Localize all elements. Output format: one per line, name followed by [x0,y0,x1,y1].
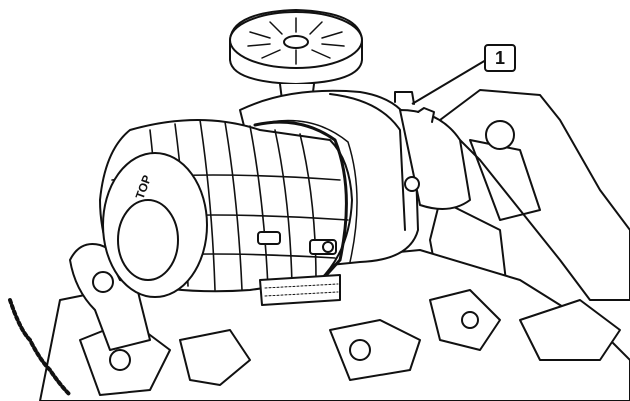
rain-cap [229,9,363,101]
callout-number-1: 1 [484,44,516,72]
outlet-elbow [394,91,471,210]
callout-leader [411,59,487,105]
coiled-cable [8,298,72,397]
left-lift-bracket [69,243,151,351]
filter-cover [99,119,358,306]
